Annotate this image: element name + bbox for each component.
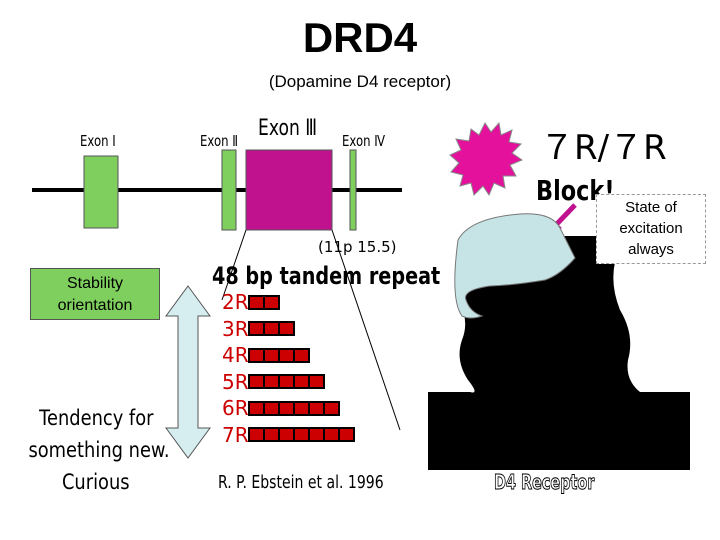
exon2-box xyxy=(221,149,237,231)
exon3-box xyxy=(245,149,333,231)
repeat-unit xyxy=(323,400,340,416)
zoom-line-right xyxy=(331,229,401,431)
zoom-line-left xyxy=(221,229,247,301)
locus-label: (11p 15.5) xyxy=(318,238,397,256)
exon4-box xyxy=(349,149,357,231)
novelty-label: Tendency for something new. Curious xyxy=(16,402,176,498)
repeat-row: 7R xyxy=(222,422,355,447)
repeat-label: 7R xyxy=(222,422,249,447)
receptor-body xyxy=(428,236,690,470)
repeat-label: 6R xyxy=(222,396,249,420)
repeat-row: 2R xyxy=(222,290,280,314)
repeat-unit xyxy=(278,321,295,336)
exon1-label: Exon Ⅰ xyxy=(80,132,116,150)
page-title: DRD4 xyxy=(302,14,418,61)
repeat-row: 6R xyxy=(222,396,340,420)
exon4-label: Exon Ⅳ xyxy=(342,132,386,150)
excitation-note: State of excitation always xyxy=(596,194,706,264)
repeat-unit xyxy=(293,347,310,363)
stability-box: Stability orientation xyxy=(30,268,160,320)
repeat-label: 5R xyxy=(222,369,249,394)
exon3-label: Exon Ⅲ xyxy=(258,116,318,141)
repeat-unit xyxy=(263,294,280,310)
repeat-unit xyxy=(338,427,355,442)
repeat-row: 3R xyxy=(222,316,295,341)
repeat-label: 2R xyxy=(222,290,249,314)
novelty-line3: Curious xyxy=(62,470,130,494)
repeat-label: 3R xyxy=(222,316,249,341)
exon2-label: Exon Ⅱ xyxy=(200,132,239,150)
novelty-line2: something new. xyxy=(28,438,170,462)
repeat-row: 5R xyxy=(222,369,325,394)
double-arrow xyxy=(165,285,211,459)
novelty-line1: Tendency for xyxy=(38,406,154,430)
exon1-box xyxy=(83,155,119,229)
repeat-unit xyxy=(308,374,325,389)
starburst-icon xyxy=(449,121,524,197)
repeat-label: 4R xyxy=(222,343,249,367)
receptor-cap xyxy=(454,213,576,319)
citation: R. P. Ebstein et al. 1996 xyxy=(218,472,384,493)
genotype-label: ７R/７R xyxy=(540,128,667,168)
page-subtitle: (Dopamine D4 receptor) xyxy=(268,72,452,91)
receptor-label: D4 Receptor xyxy=(494,470,595,495)
repeat-row: 4R xyxy=(222,343,310,367)
tandem-repeat-title: 48 bp tandem repeat xyxy=(212,262,441,290)
